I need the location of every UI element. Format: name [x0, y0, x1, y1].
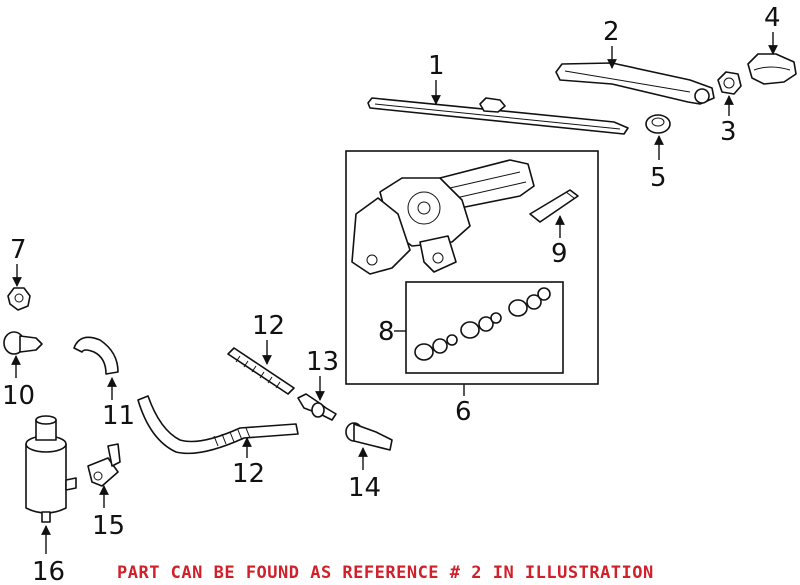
label-6: 6	[455, 397, 472, 427]
label-3: 3	[720, 117, 737, 147]
label-12-bottom: 12	[232, 459, 265, 489]
wiper-motor-part	[351, 159, 535, 275]
hose-elbow-part	[73, 336, 119, 375]
label-14: 14	[348, 473, 381, 503]
label-4: 4	[764, 3, 781, 33]
bushing-kit-box	[405, 281, 564, 374]
washer-pump-part	[25, 415, 77, 523]
connector-15-part	[87, 443, 121, 487]
shaft-part	[529, 189, 579, 223]
label-2: 2	[603, 17, 620, 47]
grommet-part	[645, 114, 671, 134]
hose-12-corrugated-part	[227, 347, 295, 395]
motor-assembly-box	[345, 150, 599, 385]
wiper-blade-part	[367, 97, 629, 135]
nut-7-part	[7, 287, 31, 311]
hose-12-long-part	[137, 395, 299, 455]
valve-10-part	[3, 331, 43, 355]
label-5: 5	[650, 163, 667, 193]
bushing-kit-part	[414, 287, 551, 361]
reference-caption: PART CAN BE FOUND AS REFERENCE # 2 IN IL…	[117, 563, 654, 583]
label-12-top: 12	[252, 311, 285, 341]
nut-part	[717, 71, 742, 95]
label-8: 8	[378, 317, 395, 347]
label-16: 16	[32, 557, 65, 585]
connector-13-part	[297, 393, 337, 421]
connector-14-part	[345, 422, 393, 451]
wiper-arm-part	[555, 62, 715, 105]
label-15: 15	[92, 511, 125, 541]
label-13: 13	[306, 347, 339, 377]
cap-part	[747, 53, 797, 85]
label-1: 1	[428, 51, 445, 81]
label-9: 9	[551, 239, 568, 269]
label-10: 10	[2, 381, 35, 411]
label-11: 11	[102, 401, 135, 431]
label-7: 7	[10, 235, 27, 265]
